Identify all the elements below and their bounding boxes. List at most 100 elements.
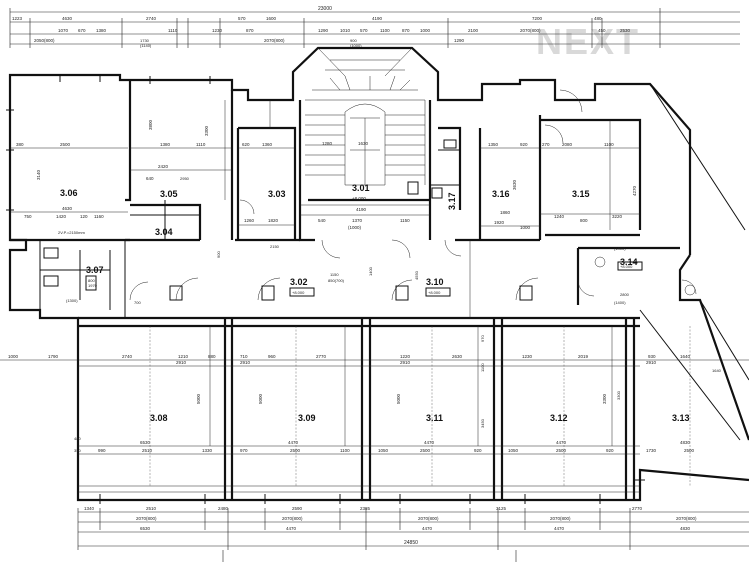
dim-room-width: 4470 — [288, 440, 299, 445]
interior-walls — [10, 80, 680, 500]
dim-misc: 1970 — [88, 283, 98, 288]
dim-top-3: 2070(800) — [264, 38, 285, 43]
dim-top-2: 1380 — [96, 28, 107, 33]
dim-misc: 1150 — [330, 272, 339, 277]
dim-305: 3800 — [148, 119, 153, 130]
dim-bottom: 2510 — [146, 506, 157, 511]
dim-misc: 4550 — [414, 270, 419, 280]
room-label-3-07: 3.07 — [86, 265, 104, 275]
dim-bottom-2: 2070(800) — [418, 516, 439, 521]
dim-top-2: 1070 — [58, 28, 69, 33]
dim-misc: 970 — [480, 335, 485, 342]
dim-mid-inner: 2910 — [400, 360, 411, 365]
dim-lower: 920 — [606, 448, 614, 453]
dim-306: 1160 — [94, 214, 104, 219]
room-label-3-08: 3.08 — [150, 413, 168, 423]
dim-misc: 350 — [74, 448, 81, 453]
dim-lower: 970 — [240, 448, 248, 453]
room-label-3-09: 3.09 — [298, 413, 316, 423]
dim-misc: 700 — [134, 300, 141, 305]
dim-top-2: 1000 — [420, 28, 431, 33]
dim-top-3: (1000) — [350, 43, 362, 48]
inner-dimension-lines — [0, 100, 749, 486]
dim-mid: 1640 — [680, 354, 691, 359]
dim-bottom: 2590 — [292, 506, 303, 511]
dim-mid: 1220 — [400, 354, 411, 359]
dim-mid: 1230 — [522, 354, 533, 359]
dim-bottom: 2770 — [632, 506, 643, 511]
bottom-dimension-chain: 1340 2510 2480 2590 2385 3125 2770 2070(… — [77, 506, 749, 562]
dim-303: 1260 — [244, 218, 255, 223]
dim-bottom-3: 4470 — [554, 526, 565, 531]
room-label-3-04: 3.04 — [155, 227, 173, 237]
dim-mid: 2770 — [316, 354, 327, 359]
staircase — [305, 47, 426, 186]
room-label-3-17: 3.17 — [447, 192, 457, 210]
room-label-3-13: 3.13 — [672, 413, 690, 423]
dim-mid: 2630 — [452, 354, 463, 359]
dim-top-2: 1010 — [340, 28, 351, 33]
exterior-walls — [8, 46, 749, 502]
dim-top-3: (1140) — [140, 43, 152, 48]
dim-lower: 990 — [98, 448, 106, 453]
dim-lower: 2500 — [290, 448, 301, 453]
room-labels: 3.06 3.05 3.04 3.03 3.01 3.17 3.16 3.15 … — [60, 183, 690, 423]
dim-top-2: 1100 — [380, 28, 390, 33]
dim-top-2: 870 — [246, 28, 254, 33]
dim-top-2: 2070(800) — [520, 28, 541, 33]
dim-misc: 1640 — [712, 368, 722, 373]
dim-303: 1360 — [262, 142, 273, 147]
dim-misc: 900 — [216, 251, 221, 258]
dim-height: 5000 — [258, 393, 263, 404]
dim-mid: 2740 — [122, 354, 133, 359]
level-marks: +8.000 +8.000 +8.000 — [289, 261, 643, 297]
dim-305: 2420 — [158, 164, 169, 169]
dim-315: 1100 — [604, 142, 614, 147]
level-mark: +8.000 — [428, 290, 441, 295]
dim-301: 1280 — [322, 141, 333, 146]
dim-bottom-3: 4470 — [422, 526, 433, 531]
dim-misc: (1300) — [66, 298, 78, 303]
dim-misc: 1100 — [480, 363, 485, 372]
dim-mid: 1000 — [8, 354, 19, 359]
room-label-3-15: 3.15 — [572, 189, 590, 199]
dim-315: 270 — [542, 142, 550, 147]
room-label-3-11: 3.11 — [426, 413, 443, 423]
dim-301: 1630 — [358, 141, 369, 146]
dim-height: 5000 — [396, 393, 401, 404]
watermark-logo: NEXT — [536, 21, 640, 62]
room-label-3-06: 3.06 — [60, 188, 78, 198]
dim-misc: 850(700) — [328, 278, 345, 283]
dim-height: 5000 — [196, 393, 201, 404]
dim-316: 1000 — [520, 225, 531, 230]
dim-mid-inner: 2910 — [240, 360, 251, 365]
dim-misc: 2950 — [180, 176, 190, 181]
dim-bottom-3: 6530 — [140, 526, 151, 531]
dim-lower: 1730 — [646, 448, 657, 453]
dim-306: 380 — [16, 142, 24, 147]
upper-dimension-text: 380 2500 3140 4630 1420 750 120 1160 138… — [16, 119, 722, 453]
dim-room-width: 4830 — [680, 440, 691, 445]
sanitary-fixtures — [43, 139, 696, 296]
dim-top: 1223 — [12, 16, 23, 21]
dim-misc: 3300 — [616, 390, 621, 400]
dim-misc: 800 — [88, 278, 95, 283]
dim-mid-inner: 2910 — [176, 360, 187, 365]
dim-bottom: 1340 — [84, 506, 95, 511]
dim-316: 1920 — [494, 220, 505, 225]
dim-305: 1380 — [160, 142, 171, 147]
dim-mid: 1210 — [178, 354, 189, 359]
dim-mid: 1790 — [48, 354, 59, 359]
dim-top: 2740 — [146, 16, 157, 21]
dim-top: 480 — [594, 16, 602, 21]
dim-306: 4630 — [62, 206, 73, 211]
dim-306: 3140 — [36, 169, 41, 180]
middle-dimension-text: 1000 1790 2740 1210 880 710 960 2770 122… — [8, 354, 695, 453]
dim-top: 7200 — [532, 16, 543, 21]
dim-top: 1600 — [266, 16, 277, 21]
dim-315: 1240 — [554, 214, 565, 219]
dim-301: 1370 — [352, 218, 363, 223]
dim-316: 1860 — [500, 210, 511, 215]
dim-mid: 880 — [208, 354, 216, 359]
dim-306: 120 — [80, 214, 88, 219]
